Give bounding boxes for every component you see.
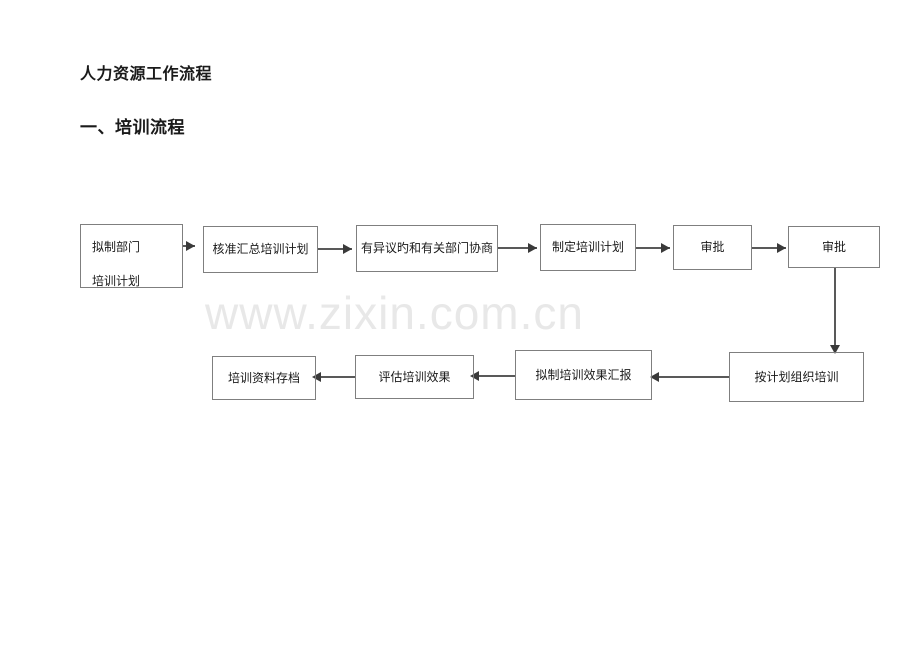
- flow-node-formulate-training-plan[interactable]: 制定培训计划: [540, 224, 636, 271]
- arrowhead-left-icon: [650, 372, 659, 382]
- flow-node-approval-first[interactable]: 审批: [673, 225, 752, 270]
- page-title: 人力资源工作流程: [80, 66, 213, 83]
- flow-node-label: 制定培训计划: [551, 240, 624, 254]
- connector-n5-n6: [752, 247, 786, 249]
- flow-node-archive-training-materials[interactable]: 培训资料存档: [212, 356, 316, 400]
- arrowhead-right-icon: [343, 244, 352, 254]
- arrowhead-right-icon: [661, 243, 670, 253]
- flow-node-sublabel: 培训计划: [92, 274, 141, 288]
- section-heading: 一、培训流程: [80, 118, 185, 137]
- connector-n9-n10: [316, 376, 355, 378]
- flow-node-evaluate-training-effect[interactable]: 评估培训效果: [355, 355, 474, 399]
- flow-node-negotiate-with-departments[interactable]: 有异议旳和有关部门协商: [356, 225, 498, 272]
- connector-n3-n4: [498, 247, 537, 249]
- arrowhead-right-icon: [186, 241, 195, 251]
- arrowhead-down-icon: [830, 345, 840, 354]
- flow-node-label: 拟制部门: [92, 240, 141, 254]
- arrowhead-right-icon: [777, 243, 786, 253]
- flow-node-label: 有异议旳和有关部门协商: [360, 241, 493, 255]
- flow-node-label: 审批: [700, 240, 725, 254]
- flow-node-draft-training-report[interactable]: 拟制培训效果汇报: [515, 350, 652, 400]
- flow-node-approval-second[interactable]: 审批: [788, 226, 880, 268]
- flow-node-drafting-department[interactable]: 拟制部门 培训计划: [80, 224, 183, 288]
- flow-node-label: 按计划组织培训: [754, 369, 839, 384]
- flow-node-label: 拟制培训效果汇报: [535, 367, 632, 382]
- flow-node-label: 核准汇总培训计划: [212, 242, 309, 256]
- connector-n4-n5: [636, 247, 670, 249]
- flow-node-label: 审批: [821, 239, 846, 254]
- flow-node-label: 培训资料存档: [227, 370, 300, 385]
- flow-node-approve-consolidate-plan[interactable]: 核准汇总培训计划: [203, 226, 318, 273]
- flow-node-label: 评估培训效果: [378, 369, 451, 384]
- arrowhead-left-icon: [470, 371, 479, 381]
- connector-n6-n7: [834, 268, 836, 349]
- connector-n8-n9: [474, 375, 515, 377]
- flow-node-organize-training[interactable]: 按计划组织培训: [729, 352, 864, 402]
- watermark-text: www.zixin.com.cn: [205, 287, 584, 339]
- connector-n7-n8: [652, 376, 729, 378]
- arrowhead-left-icon: [312, 372, 321, 382]
- connector-n2-n3: [318, 248, 352, 250]
- arrowhead-right-icon: [528, 243, 537, 253]
